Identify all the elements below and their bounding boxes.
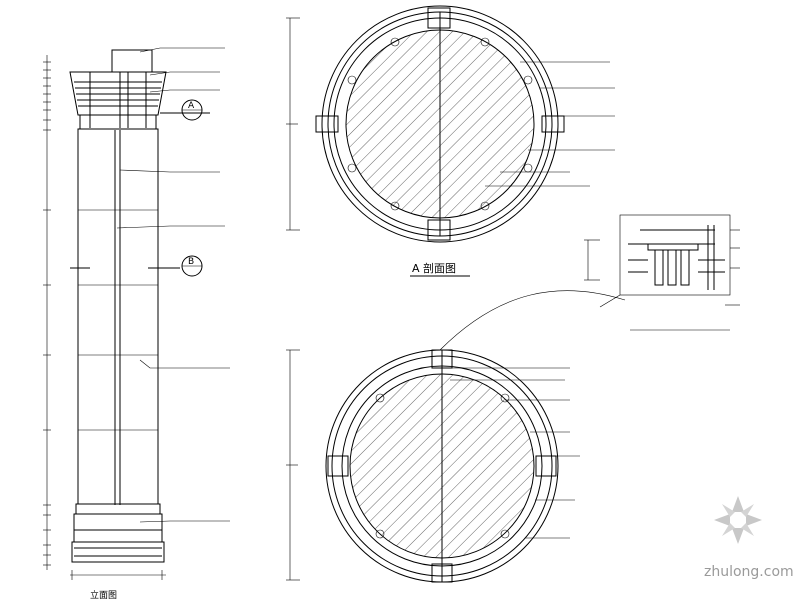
watermark: zhulong.com — [704, 496, 794, 580]
elevation-leaders — [116, 47, 230, 523]
section-a-plan: A 剖面图 — [286, 5, 615, 277]
joint-detail — [439, 214, 740, 351]
section-a-leaders — [485, 61, 615, 187]
section-marker-b: B — [181, 255, 203, 277]
section-tag-a: A — [188, 101, 195, 111]
section-b-leaders — [450, 367, 580, 539]
section-a-title: A 剖面图 — [412, 261, 456, 275]
column-base — [70, 503, 166, 580]
section-b-plan — [286, 349, 580, 583]
section-marker-a: A — [160, 99, 210, 121]
elevation-title: 立面图 — [90, 589, 117, 600]
column-shaft — [70, 128, 180, 505]
elevation-dimension-ticks — [43, 61, 51, 566]
section-tag-b: B — [188, 257, 194, 267]
watermark-text: zhulong.com — [704, 564, 794, 580]
watermark-logo-icon — [714, 496, 762, 544]
column-elevation: A B 立面图 — [43, 47, 230, 600]
section-b-clips — [375, 393, 510, 539]
column-capital — [69, 49, 167, 130]
section-a-clips — [347, 37, 533, 211]
